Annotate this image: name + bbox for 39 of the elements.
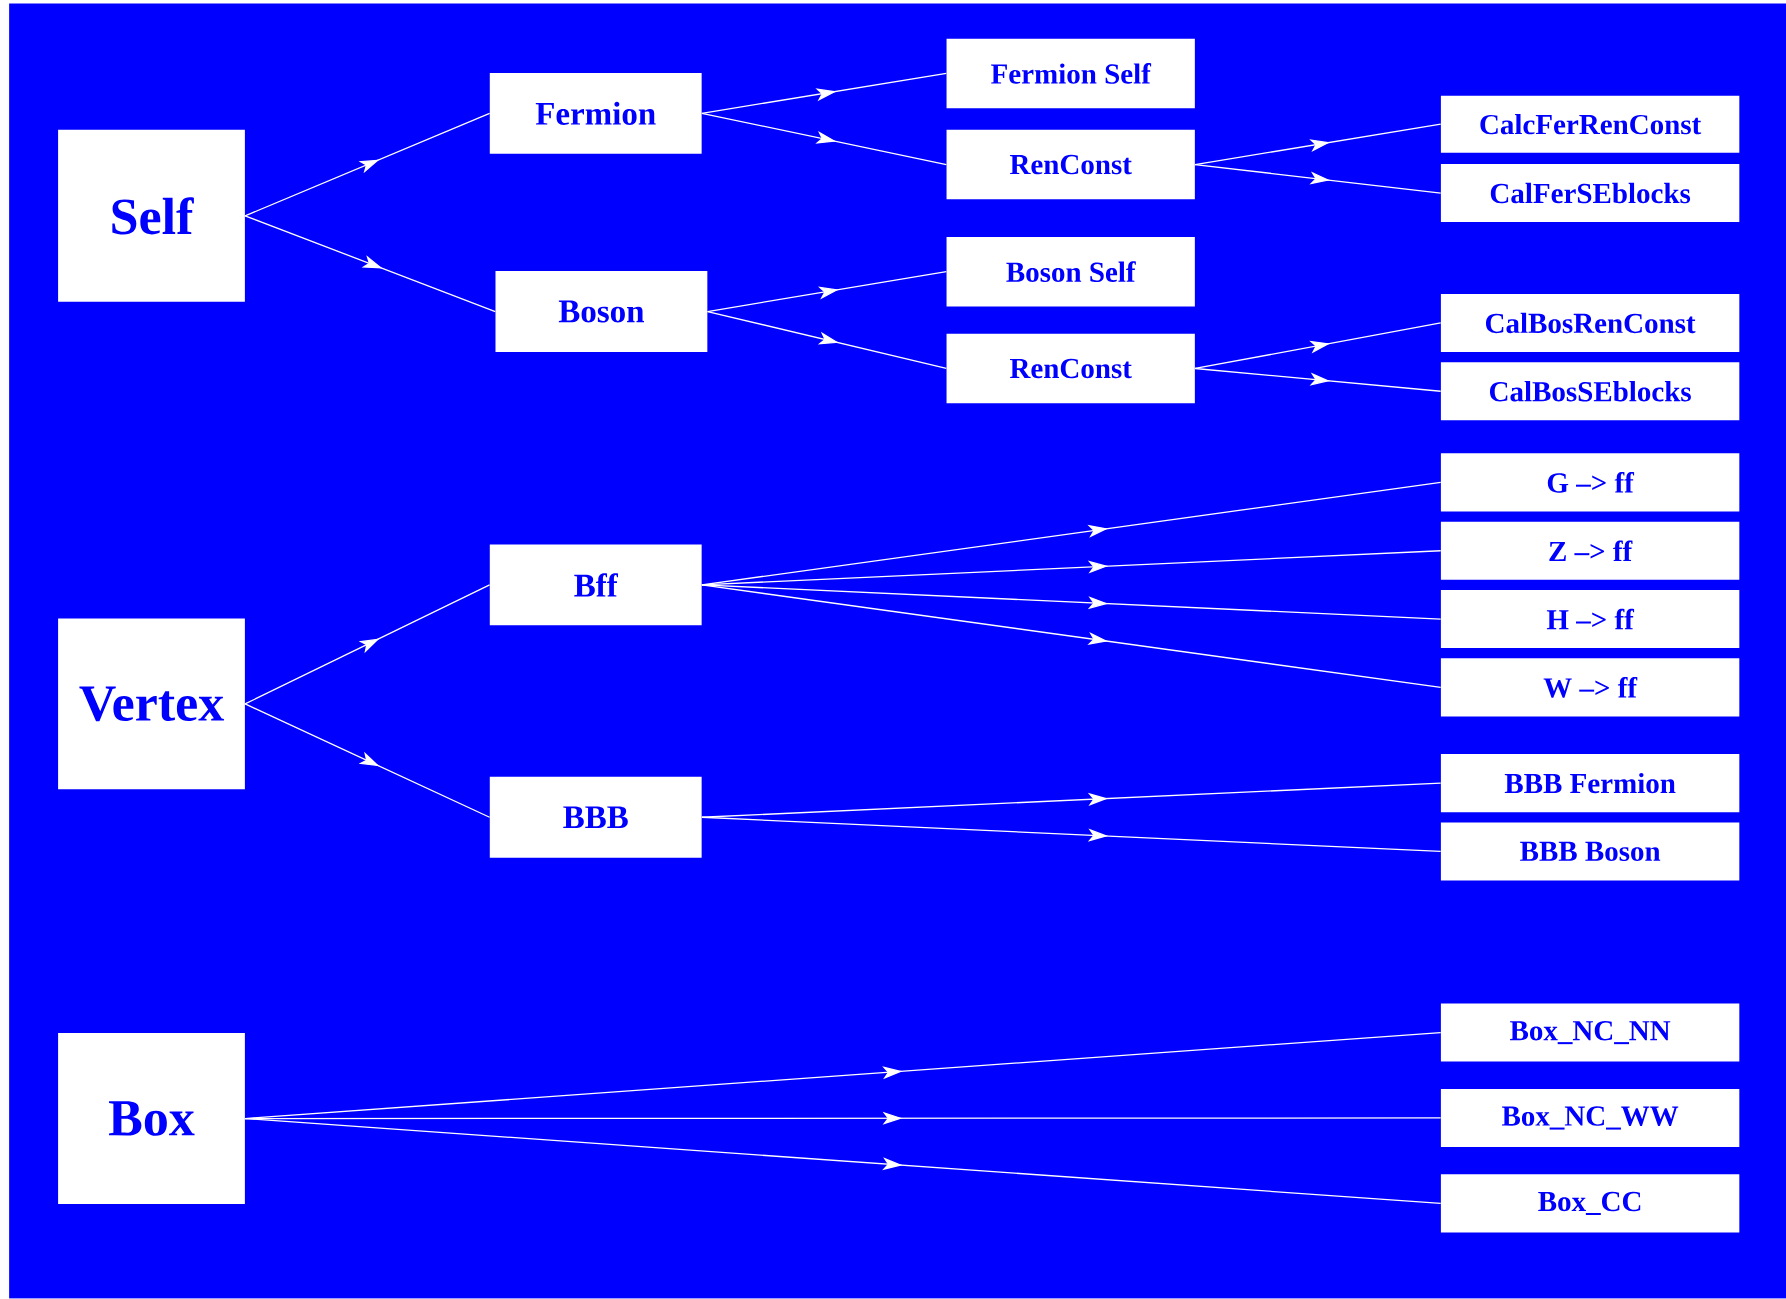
arrow <box>701 816 1442 853</box>
arrow <box>244 112 491 217</box>
process-box: Box <box>58 1033 245 1204</box>
arrow <box>706 310 947 370</box>
arrow <box>1194 322 1442 370</box>
process-box: G –> ff <box>1440 453 1740 512</box>
arrow <box>244 703 491 818</box>
process-box: Vertex <box>58 618 245 790</box>
process-box: Boson <box>495 271 708 352</box>
arrow <box>244 584 491 705</box>
arrow <box>701 72 947 114</box>
process-box: Self <box>58 129 245 302</box>
process-box: RenConst <box>946 333 1195 404</box>
process-box: Fermion <box>489 72 702 154</box>
process-box: Boson Self <box>946 236 1195 307</box>
process-box: Box_NC_WW <box>1440 1088 1740 1147</box>
arrow <box>701 584 1442 620</box>
process-box: CalFerSEblocks <box>1440 164 1740 223</box>
process-box: CalcFerRenConst <box>1440 95 1740 153</box>
process-box: H –> ff <box>1440 590 1740 649</box>
process-box: CalBosRenConst <box>1440 293 1740 352</box>
arrow <box>701 782 1442 818</box>
process-box: Box_CC <box>1440 1174 1740 1233</box>
process-box: BBB <box>489 776 702 858</box>
process-box: BBB Fermion <box>1440 754 1740 813</box>
process-box: CalBosSEblocks <box>1440 362 1740 421</box>
arrow <box>244 1117 1442 1205</box>
arrow <box>1194 163 1442 194</box>
process-box: W –> ff <box>1440 658 1740 717</box>
process-box: Bff <box>489 544 702 626</box>
process-box: BBB Boson <box>1440 822 1740 881</box>
arrow <box>701 112 947 166</box>
process-box: Box_NC_NN <box>1440 1003 1740 1062</box>
arrow <box>701 584 1442 689</box>
process-box: RenConst <box>946 129 1195 200</box>
arrow <box>244 215 496 313</box>
process-box: Z –> ff <box>1440 521 1740 580</box>
arrow <box>1194 367 1442 392</box>
process-box: Fermion Self <box>946 38 1195 109</box>
